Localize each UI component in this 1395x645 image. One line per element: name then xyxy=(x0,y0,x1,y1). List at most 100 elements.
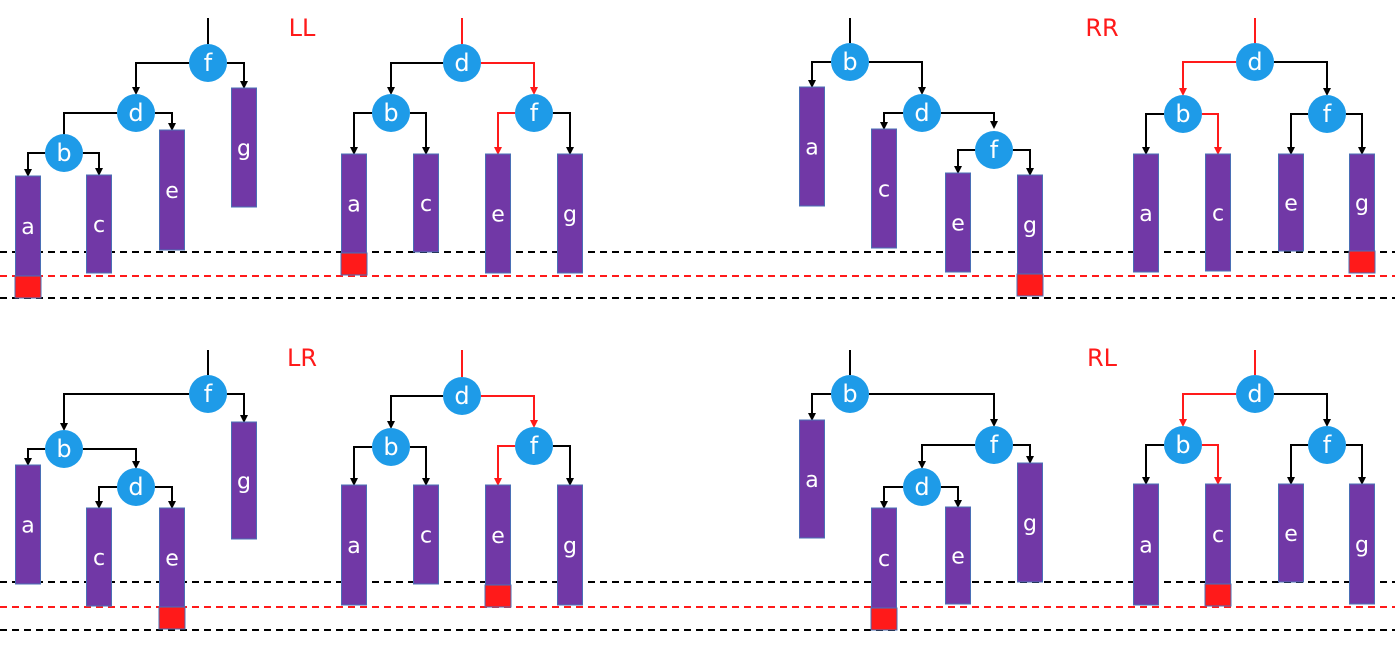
tree-edge-highlighted xyxy=(494,112,515,155)
tree-node-label-d: d xyxy=(454,49,469,77)
subtree-block-e xyxy=(1278,153,1304,252)
subtree-label-c: c xyxy=(1212,523,1224,548)
subtree-block-a xyxy=(15,175,41,277)
tree-edge xyxy=(83,448,140,469)
tree-edge xyxy=(1013,149,1034,176)
tree-node-f xyxy=(1308,426,1346,464)
tree-edge xyxy=(553,112,574,155)
tree-edge xyxy=(941,112,998,129)
subtree-block-g xyxy=(231,421,257,540)
subtree-label-e: e xyxy=(1284,522,1298,547)
subtree-label-e: e xyxy=(165,547,179,572)
subtree-block-e xyxy=(159,129,185,251)
case-title-rr: RR xyxy=(1085,14,1118,42)
tree-node-d xyxy=(903,94,941,132)
subtree-label-g: g xyxy=(237,137,251,162)
tree-edge xyxy=(1013,444,1034,464)
tree-node-label-d: d xyxy=(128,99,143,127)
tree-node-label-f: f xyxy=(530,99,539,127)
subtree-block-e xyxy=(945,506,971,605)
tree-edge xyxy=(410,446,430,486)
tree-edge xyxy=(954,149,975,174)
tree-node-d xyxy=(117,94,155,132)
subtree-label-a: a xyxy=(805,468,818,493)
tree-node-label-d: d xyxy=(914,99,929,127)
tree-node-f xyxy=(1308,95,1346,133)
subtree-label-a: a xyxy=(21,215,34,240)
subtree-label-e: e xyxy=(491,524,505,549)
tree-node-label-b: b xyxy=(56,139,71,167)
subtree-block-g xyxy=(557,484,583,606)
inserted-node-marker xyxy=(14,275,42,299)
tree-node-label-b: b xyxy=(842,48,857,76)
subtree-label-e: e xyxy=(951,212,965,237)
tree-edge xyxy=(83,152,103,176)
tree-node-f xyxy=(975,426,1013,464)
subtree-label-g: g xyxy=(1355,533,1369,558)
subtree-label-a: a xyxy=(347,193,360,218)
tree-node-b xyxy=(1164,95,1202,133)
tree-edge xyxy=(1287,444,1308,485)
subtree-block-c xyxy=(413,153,439,253)
tree-node-label-d: d xyxy=(1247,48,1262,76)
tree-node-d xyxy=(1236,375,1274,413)
tree-node-label-f: f xyxy=(204,380,213,408)
subtree-block-c xyxy=(1205,153,1231,272)
tree-node-label-b: b xyxy=(1175,431,1190,459)
tree-edge xyxy=(869,393,998,427)
inserted-node-marker xyxy=(1016,273,1044,297)
tree-edge xyxy=(869,61,926,95)
subtree-block-e xyxy=(1278,483,1304,583)
tree-edge xyxy=(155,112,176,131)
subtree-label-e: e xyxy=(1284,192,1298,217)
subtree-block-g xyxy=(1349,153,1375,252)
tree-edge xyxy=(553,445,574,486)
inserted-node-marker xyxy=(870,607,898,631)
tree-edge xyxy=(24,448,45,466)
tree-edge xyxy=(1142,444,1164,485)
tree-edge xyxy=(1346,113,1366,155)
tree-node-label-f: f xyxy=(204,49,213,77)
subtree-block-a xyxy=(341,153,367,254)
case-title-lr: LR xyxy=(287,344,317,372)
subtree-label-a: a xyxy=(347,534,360,559)
tree-node-d xyxy=(443,377,481,415)
subtree-block-e xyxy=(485,484,511,586)
subtree-block-g xyxy=(557,153,583,274)
tree-edge-highlighted xyxy=(494,445,515,486)
tree-node-b xyxy=(45,134,83,172)
tree-node-d xyxy=(117,468,155,506)
tree-node-label-f: f xyxy=(1323,431,1332,459)
subtree-block-a xyxy=(341,484,367,606)
case-title-rl: RL xyxy=(1087,344,1118,372)
subtree-block-c xyxy=(871,128,897,249)
tree-edge xyxy=(1274,393,1331,427)
tree-edge xyxy=(918,444,975,469)
subtree-label-c: c xyxy=(878,547,890,572)
tree-node-d xyxy=(1236,43,1274,81)
tree-edge xyxy=(1274,61,1331,96)
subtree-label-g: g xyxy=(563,534,577,559)
tree-edge xyxy=(350,112,372,155)
tree-node-label-b: b xyxy=(383,433,398,461)
tree-edge xyxy=(880,112,903,130)
tree-node-label-f: f xyxy=(1323,100,1332,128)
subtree-block-a xyxy=(799,86,825,207)
tree-edge xyxy=(1142,113,1164,155)
subtree-label-e: e xyxy=(491,203,505,228)
tree-edge-highlighted xyxy=(1179,61,1236,96)
tree-node-label-d: d xyxy=(914,473,929,501)
tree-node-label-d: d xyxy=(1247,380,1262,408)
tree-node-f xyxy=(189,375,227,413)
subtree-block-e xyxy=(945,172,971,273)
tree-edge xyxy=(227,62,248,89)
subtree-label-g: g xyxy=(1355,192,1369,217)
subtree-label-e: e xyxy=(951,545,965,570)
subtree-block-a xyxy=(1133,483,1159,606)
subtree-block-a xyxy=(1133,153,1159,273)
tree-node-label-b: b xyxy=(1175,100,1190,128)
tree-edge xyxy=(1346,444,1366,485)
tree-node-b xyxy=(831,43,869,81)
